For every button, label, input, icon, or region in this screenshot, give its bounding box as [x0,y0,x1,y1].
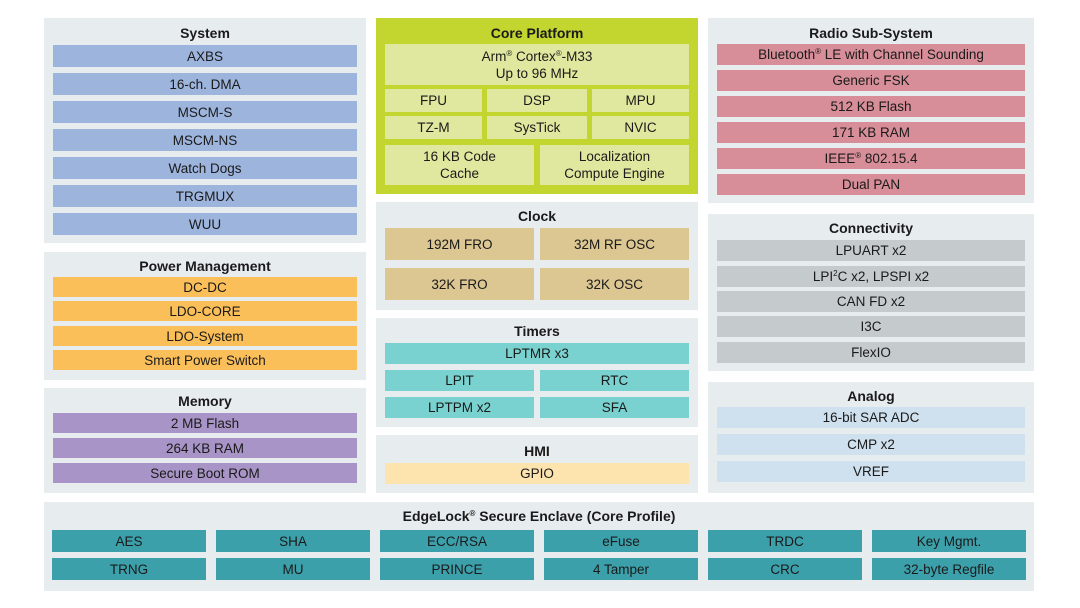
analog-cmp: CMP x2 [717,434,1025,455]
timers-rtc: RTC [540,370,689,391]
clock-title: Clock [517,208,557,224]
radio-title: Radio Sub-System [809,25,933,41]
edgelock-efuse: eFuse [544,530,698,552]
radio-ram: 171 KB RAM [717,122,1025,143]
edgelock-trdc: TRDC [708,530,862,552]
core-dsp: DSP [487,89,587,112]
edgelock-prince: PRINCE [380,558,534,580]
radio-generic-fsk: Generic FSK [717,70,1025,91]
edgelock-aes: AES [52,530,206,552]
edgelock-title: EdgeLock® Secure Enclave (Core Profile) [402,508,676,524]
edgelock-key-mgmt: Key Mgmt. [872,530,1026,552]
power-title: Power Management [139,258,271,274]
radio-panel: Radio Sub-System Bluetooth® LE with Chan… [708,18,1034,203]
clock-192m-fro: 192M FRO [385,228,534,260]
edgelock-panel: EdgeLock® Secure Enclave (Core Profile) … [44,502,1034,591]
timers-panel: Timers LPTMR x3 LPIT RTC LPTPM x2 SFA [376,318,698,427]
timers-lptmr: LPTMR x3 [385,343,689,364]
radio-ieee: IEEE® 802.15.4 [717,148,1025,169]
power-ldo-core: LDO-CORE [53,301,357,321]
hmi-panel: HMI GPIO [376,435,698,493]
system-axbs: AXBS [53,45,357,67]
core-cpu: Arm® Cortex®-M33 Up to 96 MHz [385,44,689,85]
core-fpu: FPU [385,89,482,112]
edgelock-ecc-rsa: ECC/RSA [380,530,534,552]
edgelock-tamper: 4 Tamper [544,558,698,580]
power-panel: Power Management DC-DC LDO-CORE LDO-Syst… [44,252,366,380]
clock-32m-rf-osc: 32M RF OSC [540,228,689,260]
memory-title: Memory [178,393,232,409]
radio-bluetooth: Bluetooth® LE with Channel Sounding [717,44,1025,65]
edgelock-sha: SHA [216,530,370,552]
analog-title: Analog [847,388,895,404]
core-cpu-line1: Arm® Cortex®-M33 [481,48,593,64]
conn-lpi2c-lpspi: LPI2C x2, LPSPI x2 [717,266,1025,287]
memory-boot-rom: Secure Boot ROM [53,463,357,483]
conn-lpuart: LPUART x2 [717,240,1025,261]
conn-can-fd: CAN FD x2 [717,291,1025,312]
power-dcdc: DC-DC [53,277,357,297]
system-title: System [180,25,230,41]
analog-sar-adc: 16-bit SAR ADC [717,407,1025,428]
hmi-title: HMI [524,443,550,459]
connectivity-title: Connectivity [828,220,913,236]
system-trgmux: TRGMUX [53,185,357,207]
radio-flash: 512 KB Flash [717,96,1025,117]
core-systick: SysTick [487,116,587,139]
system-watchdogs: Watch Dogs [53,157,357,179]
hmi-gpio: GPIO [385,463,689,484]
core-lce: Localization Compute Engine [540,145,689,185]
conn-i3c: I3C [717,316,1025,337]
edgelock-trng: TRNG [52,558,206,580]
memory-flash: 2 MB Flash [53,413,357,433]
memory-ram: 264 KB RAM [53,438,357,458]
power-smart-switch: Smart Power Switch [53,350,357,370]
memory-panel: Memory 2 MB Flash 264 KB RAM Secure Boot… [44,388,366,493]
edgelock-mu: MU [216,558,370,580]
system-dma: 16-ch. DMA [53,73,357,95]
radio-dual-pan: Dual PAN [717,174,1025,195]
core-code-cache: 16 KB Code Cache [385,145,534,185]
clock-32k-fro: 32K FRO [385,268,534,300]
core-cpu-line2: Up to 96 MHz [495,65,579,81]
system-wuu: WUU [53,213,357,235]
system-mscm-s: MSCM-S [53,101,357,123]
analog-vref: VREF [717,461,1025,482]
edgelock-crc: CRC [708,558,862,580]
timers-title: Timers [514,323,560,339]
system-panel: System AXBS 16-ch. DMA MSCM-S MSCM-NS Wa… [44,18,366,243]
power-ldo-system: LDO-System [53,326,357,346]
system-mscm-ns: MSCM-NS [53,129,357,151]
core-title: Core Platform [490,25,584,41]
timers-lpit: LPIT [385,370,534,391]
core-mpu: MPU [592,89,689,112]
conn-flexio: FlexIO [717,342,1025,363]
timers-lptpm: LPTPM x2 [385,397,534,418]
core-nvic: NVIC [592,116,689,139]
timers-sfa: SFA [540,397,689,418]
clock-32k-osc: 32K OSC [540,268,689,300]
core-tzm: TZ-M [385,116,482,139]
analog-panel: Analog 16-bit SAR ADC CMP x2 VREF [708,382,1034,493]
connectivity-panel: Connectivity LPUART x2 LPI2C x2, LPSPI x… [708,214,1034,371]
clock-panel: Clock 192M FRO 32M RF OSC 32K FRO 32K OS… [376,202,698,310]
core-panel: Core Platform Arm® Cortex®-M33 Up to 96 … [376,18,698,194]
edgelock-regfile: 32-byte Regfile [872,558,1026,580]
